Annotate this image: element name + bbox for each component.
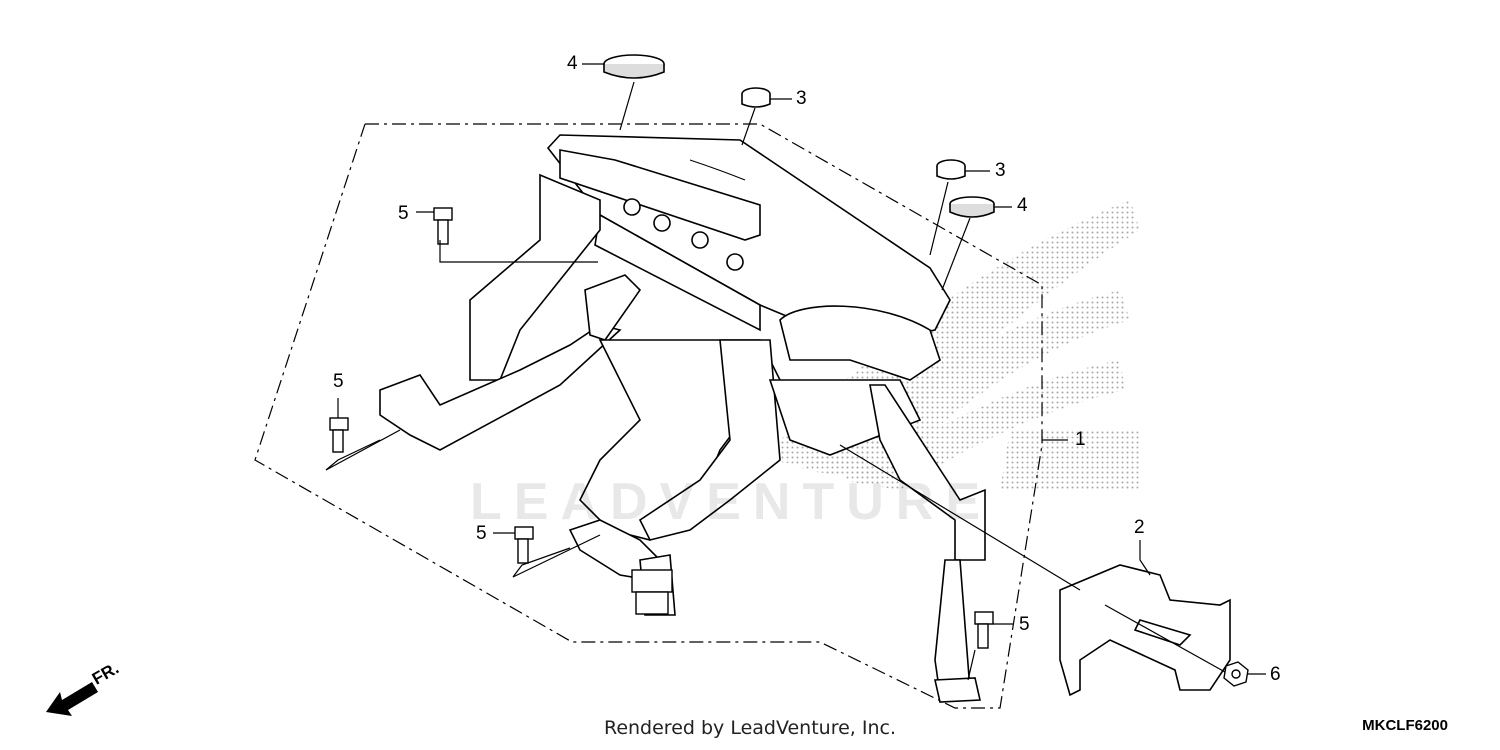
callout-5-left: 5 bbox=[333, 371, 344, 392]
nut-6 bbox=[1223, 661, 1249, 687]
rubber-pad-4-top bbox=[603, 54, 665, 79]
bolt-5d bbox=[974, 611, 994, 649]
callout-5-right: 5 bbox=[1019, 614, 1030, 635]
bolt-5a bbox=[433, 207, 453, 245]
watermark-text: LEADVENTURE bbox=[470, 473, 993, 531]
grommet-3-right bbox=[936, 159, 966, 180]
bolt-5b bbox=[329, 417, 349, 453]
meter-housing bbox=[546, 134, 951, 381]
callout-6: 6 bbox=[1270, 664, 1281, 685]
render-credit: Rendered by LeadVenture, Inc. bbox=[603, 717, 897, 739]
callout-2: 2 bbox=[1134, 517, 1145, 538]
callout-3-top: 3 bbox=[796, 88, 807, 109]
diagram-code: MKCLF6200 bbox=[1362, 717, 1448, 734]
rubber-pad-4-right bbox=[949, 196, 995, 218]
bracket-part-2 bbox=[1059, 564, 1231, 697]
callout-4-right: 4 bbox=[1017, 195, 1028, 216]
callout-5-upper: 5 bbox=[398, 203, 409, 224]
callout-5-lower: 5 bbox=[476, 523, 487, 544]
bolt-5c bbox=[514, 526, 534, 564]
callout-1: 1 bbox=[1075, 429, 1086, 450]
callout-4-top: 4 bbox=[567, 53, 578, 74]
wire-connector bbox=[631, 569, 673, 615]
grommet-3-top bbox=[741, 87, 771, 108]
front-direction-arrow bbox=[46, 682, 98, 716]
assembly-outline bbox=[254, 123, 1043, 709]
leader-lines bbox=[325, 63, 1266, 681]
callout-3-right: 3 bbox=[995, 160, 1006, 181]
